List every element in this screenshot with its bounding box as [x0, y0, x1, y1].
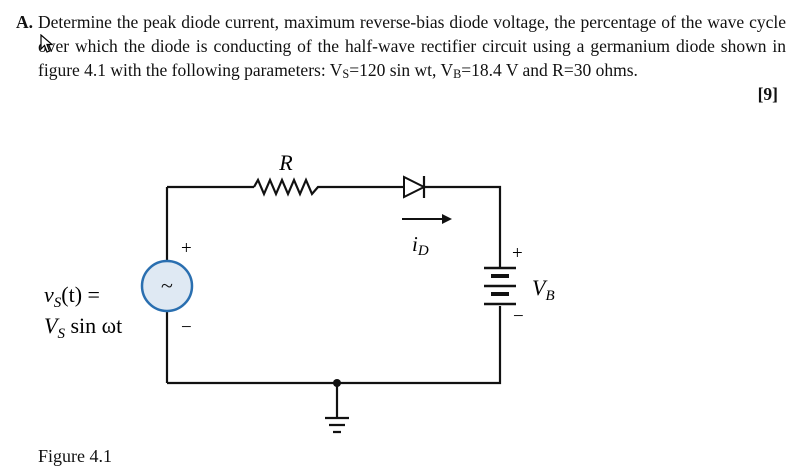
ac-source-symbol [140, 259, 194, 313]
vs-value: =120 [349, 60, 386, 80]
question-label: A. [16, 12, 34, 32]
figure-caption: Figure 4.1 [38, 446, 112, 466]
ac-source-tilde: ~ [161, 273, 173, 298]
question-line-4-rest: =18.4 V and R=30 ohms. [461, 60, 638, 80]
question-text: Determine the peak diode current, maximu… [38, 10, 786, 86]
battery-symbol [484, 266, 516, 306]
source-plus-sign: + [181, 238, 192, 259]
mouse-cursor-icon [40, 34, 54, 53]
battery-minus-sign: − [513, 306, 524, 327]
source-equation-line-1: vS(t) = [44, 282, 100, 311]
question-line-2: of the wave cycle over which the diode i… [38, 12, 787, 56]
battery-plus-sign: + [512, 243, 523, 264]
question-block: A. Determine the peak diode current, max… [16, 10, 786, 104]
question-line-1: Determine the peak diode current, maximu… [38, 12, 657, 32]
question-line-4: sin wt, V [389, 60, 454, 80]
marks-label: [9] [757, 84, 778, 104]
current-label: iD [412, 232, 429, 259]
source-minus-sign: − [181, 317, 192, 338]
diode-triangle [403, 175, 427, 199]
resistor-symbol [253, 177, 390, 197]
wire-top-right [424, 185, 502, 268]
source-equation-line-2: VS sin ωt [44, 313, 122, 342]
battery-label: VB [532, 275, 555, 304]
circuit-wires [165, 175, 502, 434]
current-arrow-icon [402, 214, 452, 224]
question-line-3: using a germanium diode shown in figure … [38, 36, 787, 80]
wire-bottom [167, 306, 502, 385]
vs-subscript: S [342, 67, 350, 81]
junction-dot [333, 379, 341, 387]
vb-subscript: B [453, 67, 462, 81]
resistor-label: R [278, 150, 293, 175]
ground-symbol [325, 416, 349, 434]
